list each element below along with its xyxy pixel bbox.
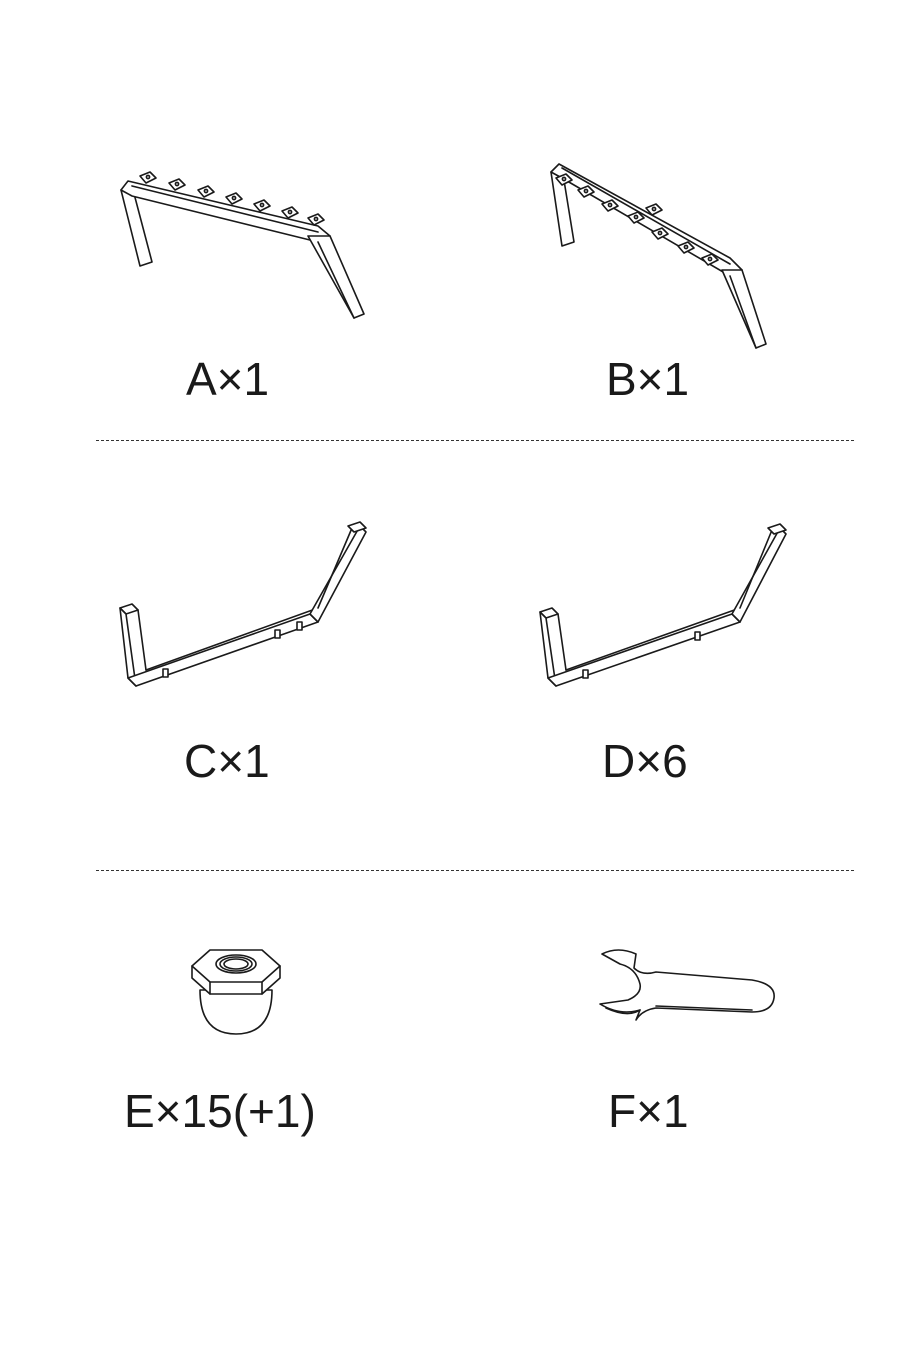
part-f-label: F×1 [608, 1088, 689, 1134]
